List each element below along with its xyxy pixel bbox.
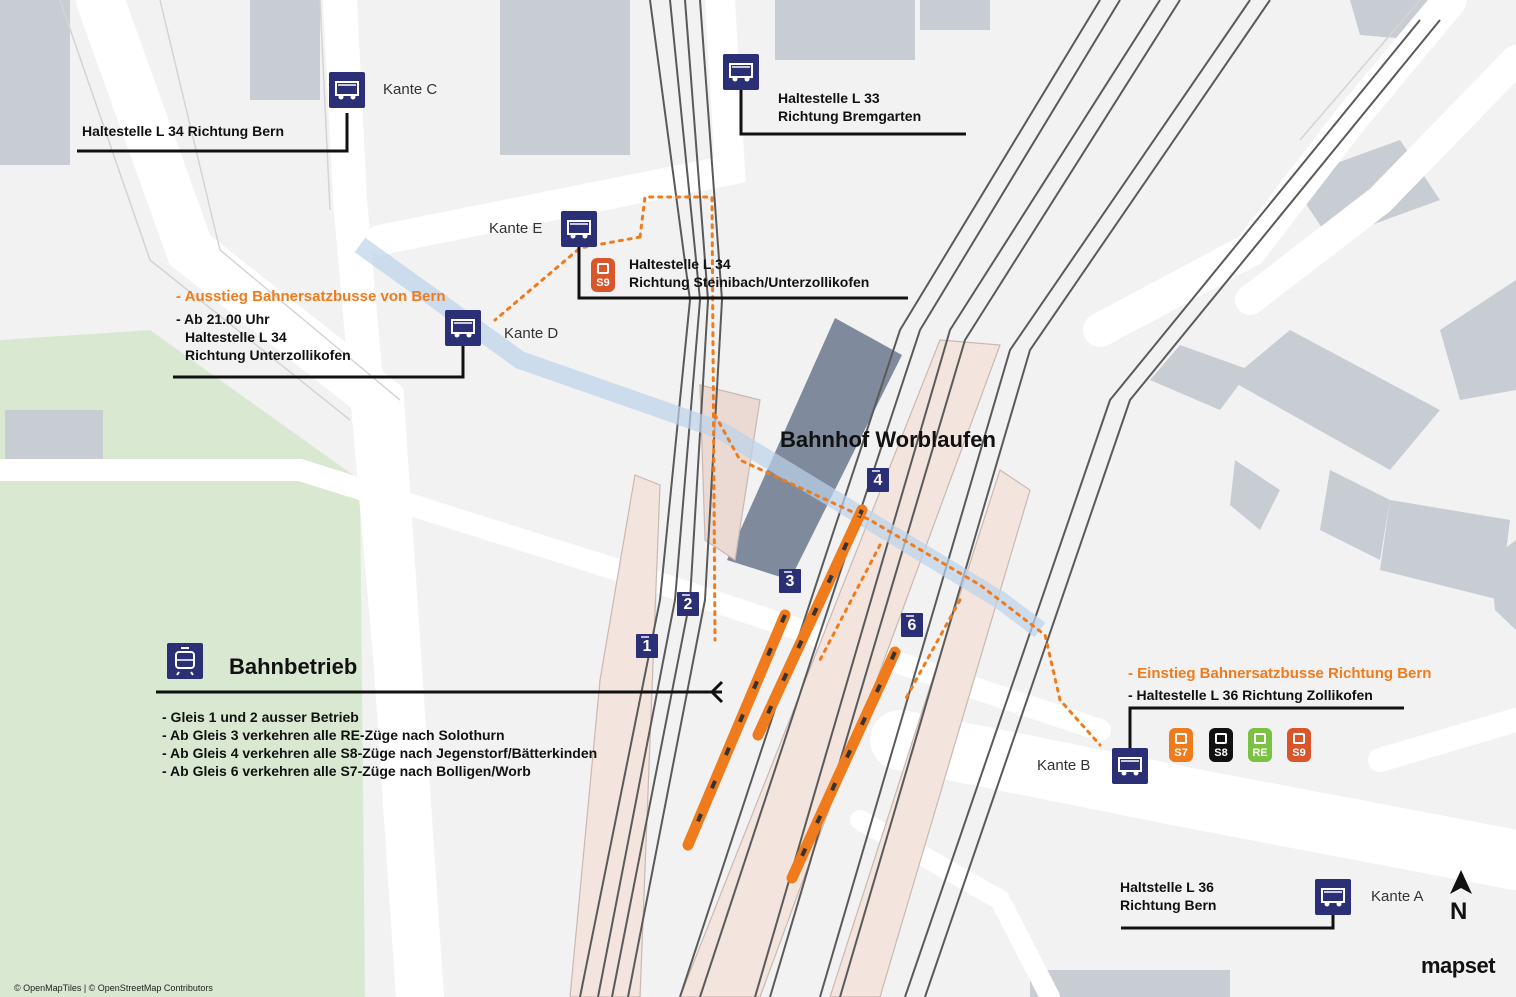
- kante-b-line1: - Haltestelle L 36 Richtung Zollikofen: [1128, 687, 1373, 703]
- bus-icon-kante-c[interactable]: [329, 72, 365, 108]
- walking-routes: [493, 195, 1102, 747]
- kante-a-line2: Richtung Bern: [1120, 897, 1217, 913]
- track-6-label: 6: [901, 613, 923, 637]
- kante-d-line1: - Ab 21.00 Uhr: [176, 311, 270, 327]
- track-3-label: 3: [779, 569, 801, 593]
- bus-icon-kante-d[interactable]: [445, 310, 481, 346]
- track-2-label: 2: [677, 592, 699, 616]
- station-title: Bahnhof Worblaufen: [780, 427, 996, 452]
- bus-icon-kante-e[interactable]: [561, 211, 597, 247]
- bus-icon-kante-b[interactable]: [1112, 748, 1148, 784]
- kante-d-line2: Haltestelle L 34: [185, 329, 287, 345]
- stop-l33-line1: Haltestelle L 33: [778, 90, 880, 106]
- kante-c-label: Kante C: [383, 81, 438, 98]
- kante-a-line1: Haltstelle L 36: [1120, 879, 1214, 895]
- platform-6: [829, 469, 1031, 997]
- bahnbetrieb-item-1: - Gleis 1 und 2 ausser Betrieb: [162, 709, 359, 725]
- bus-icon-l33[interactable]: [723, 54, 759, 90]
- einstieg-note: - Einstieg Bahnersatzbusse Richtung Bern: [1128, 665, 1432, 682]
- track-1-label: 1: [636, 634, 658, 658]
- line-badge-s8: S8: [1209, 728, 1233, 762]
- stop-l34-bern-title: Haltestelle L 34 Richtung Bern: [82, 123, 285, 139]
- north-arrow-icon: N: [1448, 870, 1474, 926]
- stop-l33-line2: Richtung Bremgarten: [778, 108, 922, 124]
- line-badge-s7: S7: [1169, 728, 1193, 762]
- ausstieg-note: - Ausstieg Bahnersatzbusse von Bern: [176, 288, 446, 305]
- bahnbetrieb-item-3: - Ab Gleis 4 verkehren alle S8-Züge nach…: [162, 745, 598, 761]
- kante-d-line3: Richtung Unterzollikofen: [185, 347, 351, 363]
- mapset-logo: mapset: [1421, 953, 1496, 978]
- stop-l34-steinibach-line1: Haltestelle L 34: [629, 256, 731, 272]
- kante-b-label: Kante B: [1037, 757, 1091, 774]
- kante-e-label: Kante E: [489, 220, 543, 237]
- line-badge-s9: S9: [1287, 728, 1311, 762]
- platform-3-4: [679, 339, 1001, 997]
- bahnbetrieb-title: Bahnbetrieb: [229, 654, 358, 679]
- bus-icon-kante-a[interactable]: [1315, 879, 1351, 915]
- track-4-label: 4: [867, 468, 889, 492]
- line-badge-re: RE: [1248, 728, 1272, 762]
- bahnbetrieb-item-2: - Ab Gleis 3 verkehren alle RE-Züge nach…: [162, 727, 505, 743]
- line-badge-s9-kante-e: S9: [591, 258, 615, 292]
- station-building: [727, 318, 902, 580]
- copyright-text: © OpenMapTiles | © OpenStreetMap Contrib…: [14, 983, 213, 993]
- north-label: N: [1450, 898, 1468, 925]
- kante-a-label: Kante A: [1371, 888, 1424, 905]
- kante-d-label: Kante D: [504, 325, 559, 342]
- stop-l34-steinibach-line2: Richtung Steinibach/Unterzollikofen: [629, 274, 870, 290]
- bahnbetrieb-item-4: - Ab Gleis 6 verkehren alle S7-Züge nach…: [162, 763, 531, 779]
- train-icon-bahnbetrieb: [167, 643, 203, 679]
